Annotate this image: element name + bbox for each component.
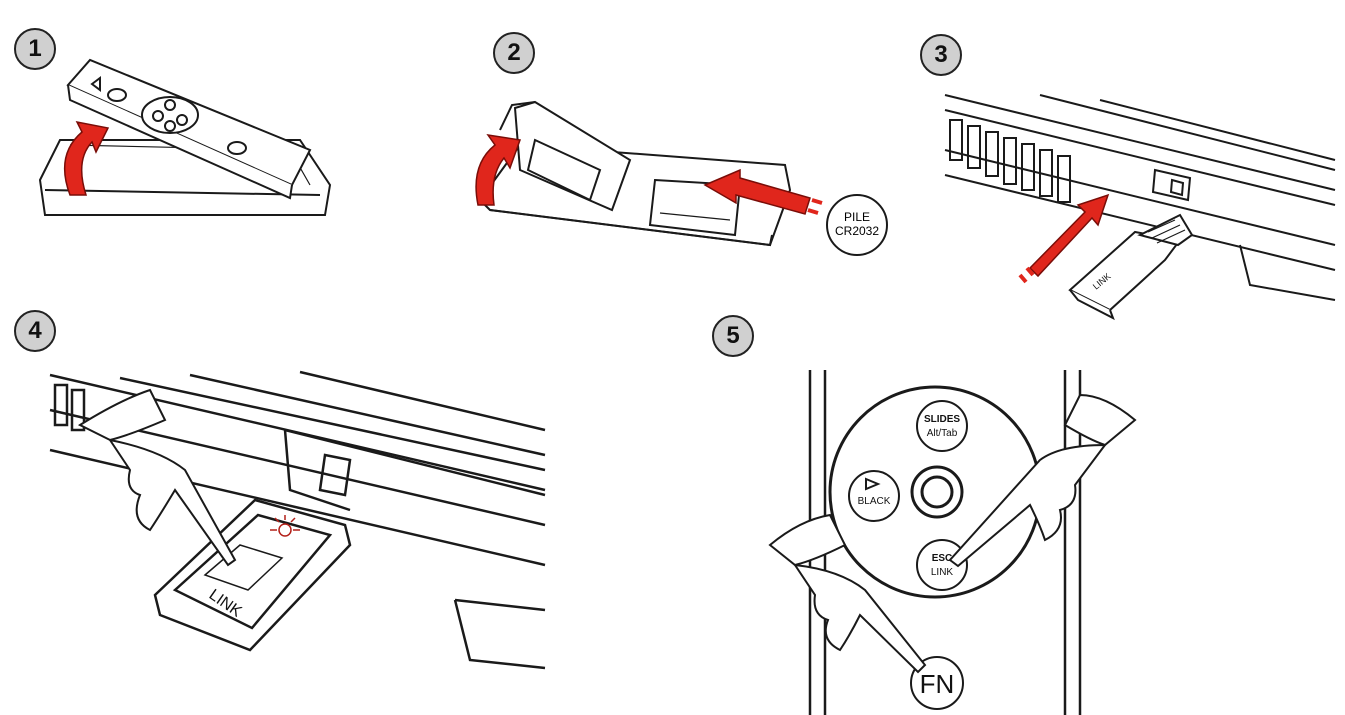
led-glow (270, 515, 300, 537)
battery-label-line1: PILE (843, 210, 870, 224)
slides-label-2: Alt/Tab (927, 428, 958, 439)
hand-right-5 (948, 393, 1137, 568)
fn-button (910, 656, 964, 710)
insert-arrow-2 (703, 168, 823, 215)
hand-4 (77, 388, 237, 567)
black-button (848, 470, 900, 522)
laptop-side-3 (944, 94, 1336, 301)
link-label: LINK (931, 567, 954, 578)
link-dongle-4 (153, 498, 352, 652)
rotate-arrow-1 (63, 120, 110, 196)
slides-button (916, 400, 968, 452)
laptop-ports-3 (949, 119, 1071, 203)
step-2-badge: 2 (493, 32, 535, 74)
step-5-badge: 5 (712, 315, 754, 357)
black-label: BLACK (858, 496, 891, 507)
esc-label: ESC (932, 553, 953, 564)
esc-link-button (916, 539, 968, 591)
insert-arrow-3 (1028, 193, 1110, 278)
rotate-arrow-2 (475, 133, 522, 206)
remote-lid (66, 58, 312, 200)
slides-label-1: SLIDES (924, 414, 960, 425)
battery-callout (826, 194, 888, 256)
step-3-badge: 3 (920, 34, 962, 76)
step-4-badge: 4 (14, 310, 56, 352)
hand-left-5 (768, 513, 927, 674)
battery-label: PILE CR2032 (827, 210, 887, 238)
step-1-badge: 1 (14, 28, 56, 70)
battery-label-line2: CR2032 (834, 224, 880, 238)
black-arrow-icon (865, 477, 881, 491)
link-dongle-3 (1068, 213, 1194, 321)
fn-label: FN (920, 669, 955, 699)
